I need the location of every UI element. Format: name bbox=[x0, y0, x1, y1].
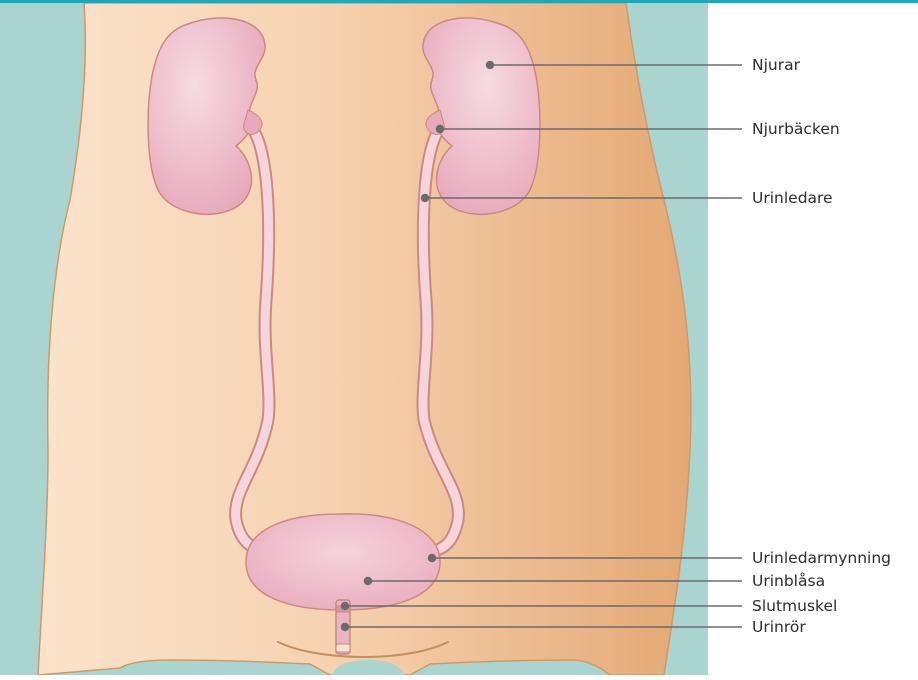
label-njurar: Njurar bbox=[752, 56, 800, 74]
label-slutmuskel: Slutmuskel bbox=[752, 597, 837, 615]
label-njurbacken: Njurbäcken bbox=[752, 120, 840, 138]
label-urinror: Urinrör bbox=[752, 618, 806, 636]
label-urinblasa: Urinblåsa bbox=[752, 572, 825, 590]
label-urinledare: Urinledare bbox=[752, 189, 833, 207]
top-border bbox=[0, 0, 918, 3]
label-urinledarmynning: Urinledarmynning bbox=[752, 549, 891, 567]
bladder bbox=[246, 514, 440, 610]
